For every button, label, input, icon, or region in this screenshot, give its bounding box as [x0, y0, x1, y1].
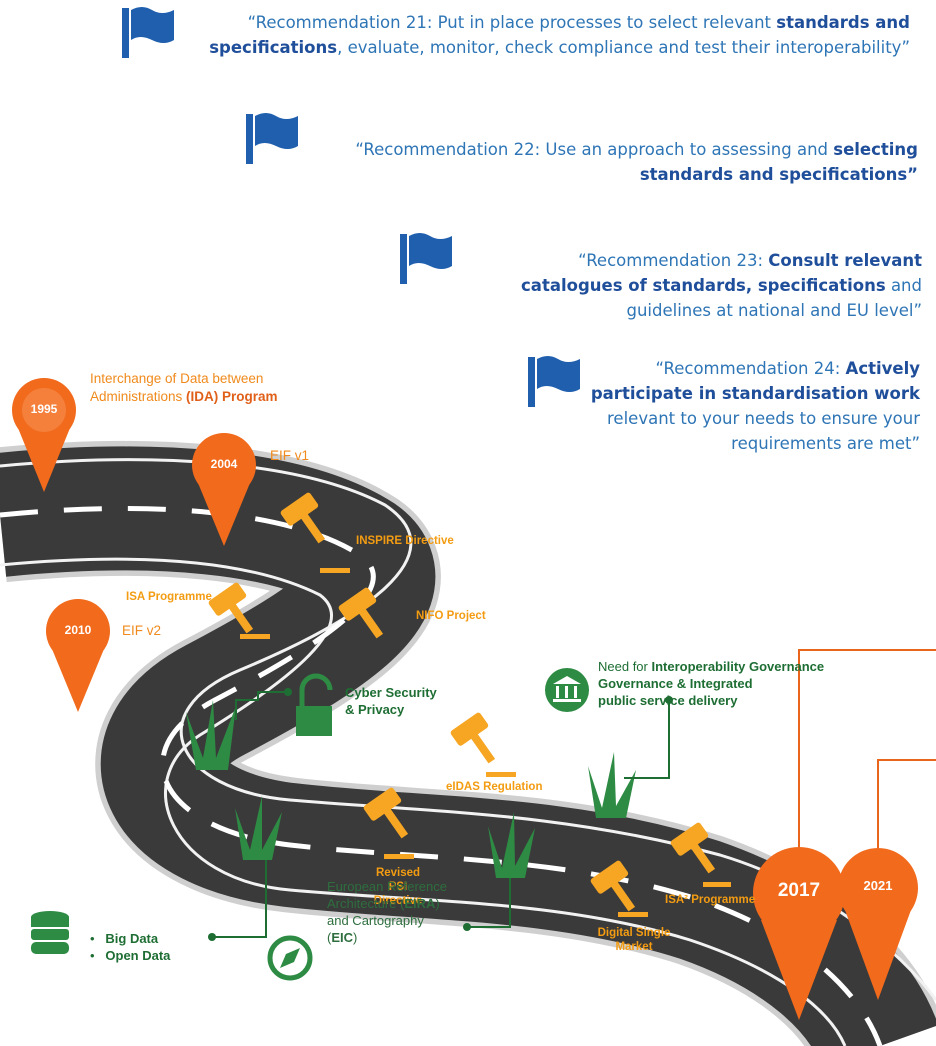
pin-year-2017: 2017: [777, 880, 821, 901]
governance-label: Need for Interoperability Governance: [598, 659, 825, 674]
map-pin-icon: [192, 433, 256, 546]
grass-icon: [186, 700, 636, 878]
eif-v2-label: EIF v2: [122, 623, 162, 638]
pin-year-2021: 2021: [863, 878, 893, 893]
inspire-directive-label: INSPIRE Directive: [356, 535, 454, 547]
gavel-icon: [338, 587, 384, 639]
digital-single-market-label: Digital Single Market: [597, 927, 671, 953]
list-item: • Open Data: [90, 948, 171, 963]
eidas-regulation-label: eIDAS Regulation: [446, 781, 543, 793]
ida-program-label: Interchange of Data between Administrati…: [90, 371, 278, 404]
pin-year-1995: 1995: [30, 402, 58, 416]
pin-year-2004: 2004: [210, 457, 238, 471]
recommendation-21: “Recommendation 21: Put in place process…: [209, 13, 910, 57]
eif-v1-label: EIF v1: [270, 448, 310, 463]
recommendation-22: “Recommendation 22: Use an approach to a…: [355, 140, 918, 184]
isa2-programme-label: ISA² Programme: [665, 894, 756, 906]
gavel-icon: [450, 712, 496, 764]
isa-programme-label: ISA Programme: [126, 591, 212, 603]
compass-icon: [267, 935, 313, 981]
gavel-icon: [363, 787, 409, 839]
flag-icon: [246, 113, 298, 164]
gavel-icon: [280, 492, 326, 544]
database-icon: [31, 911, 69, 954]
map-pin-icon: [46, 599, 110, 712]
flag-icon: [122, 7, 174, 58]
pin-year-2010: 2010: [64, 623, 92, 637]
nifo-project-label: NIFO Project: [416, 610, 486, 622]
cyber-security-label: Cyber Security & Privacy: [345, 685, 437, 717]
recommendation-24: “Recommendation 24: Actively participate…: [590, 359, 920, 453]
governance-label-line3: public service delivery: [598, 693, 738, 708]
list-item: • Big Data: [90, 931, 159, 946]
bank-icon: [545, 668, 589, 712]
big-data-list: • Big Data • Open Data: [90, 930, 210, 964]
gavel-icon: [208, 582, 254, 634]
gavel-icon: [670, 822, 716, 874]
padlock-icon: [296, 673, 333, 736]
map-pin-icon: [12, 378, 76, 492]
eira-label: European Reference Architecture (EIRA) a…: [327, 879, 447, 945]
gavel-icon: [590, 860, 636, 912]
flag-icon: [400, 233, 452, 284]
map-pin-icon: [838, 848, 918, 1000]
governance-label-line2: Governance & Integrated: [598, 676, 753, 691]
flag-icon: [528, 356, 580, 407]
recommendation-23: “Recommendation 23: Consult relevant cat…: [521, 251, 922, 320]
map-pin-icon: [753, 847, 845, 1020]
revised-psi-directive-label: Revised PSI Directive: [373, 867, 423, 907]
